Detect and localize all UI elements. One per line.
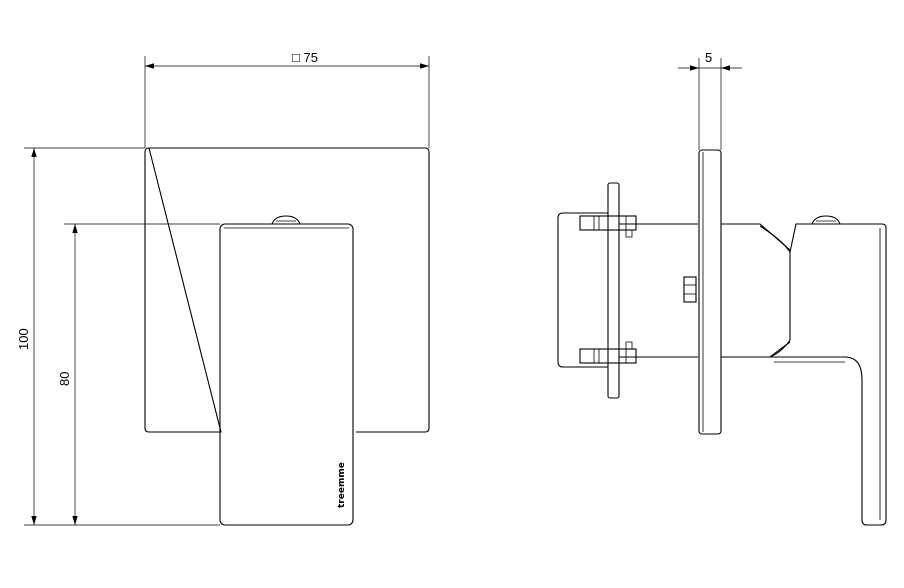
front-view: treemme □ 75 100 80 [16, 50, 430, 526]
front-handle-knob [271, 215, 301, 225]
side-top-bolt [579, 215, 637, 238]
side-handle-neck [759, 225, 791, 358]
side-view: 5 [557, 50, 887, 526]
height-handle-label: 80 [57, 372, 72, 386]
side-bottom-bolt [579, 341, 637, 364]
brand-logo: treemme [337, 462, 347, 508]
width-dimension-label: □ 75 [292, 50, 318, 65]
side-rear-box [557, 212, 608, 368]
side-handle-knob [811, 215, 841, 225]
side-handle-body [721, 223, 791, 358]
side-cartridge-body [619, 223, 698, 358]
side-mounting-flange [607, 182, 620, 399]
height-total-label: 100 [16, 328, 31, 350]
front-handle-lever [219, 223, 354, 526]
side-nut [683, 276, 697, 303]
thickness-dimension-label: 5 [705, 50, 712, 65]
side-wall-plate [698, 149, 722, 435]
side-handle-lever [770, 223, 887, 526]
front-wall-plate [144, 147, 430, 433]
